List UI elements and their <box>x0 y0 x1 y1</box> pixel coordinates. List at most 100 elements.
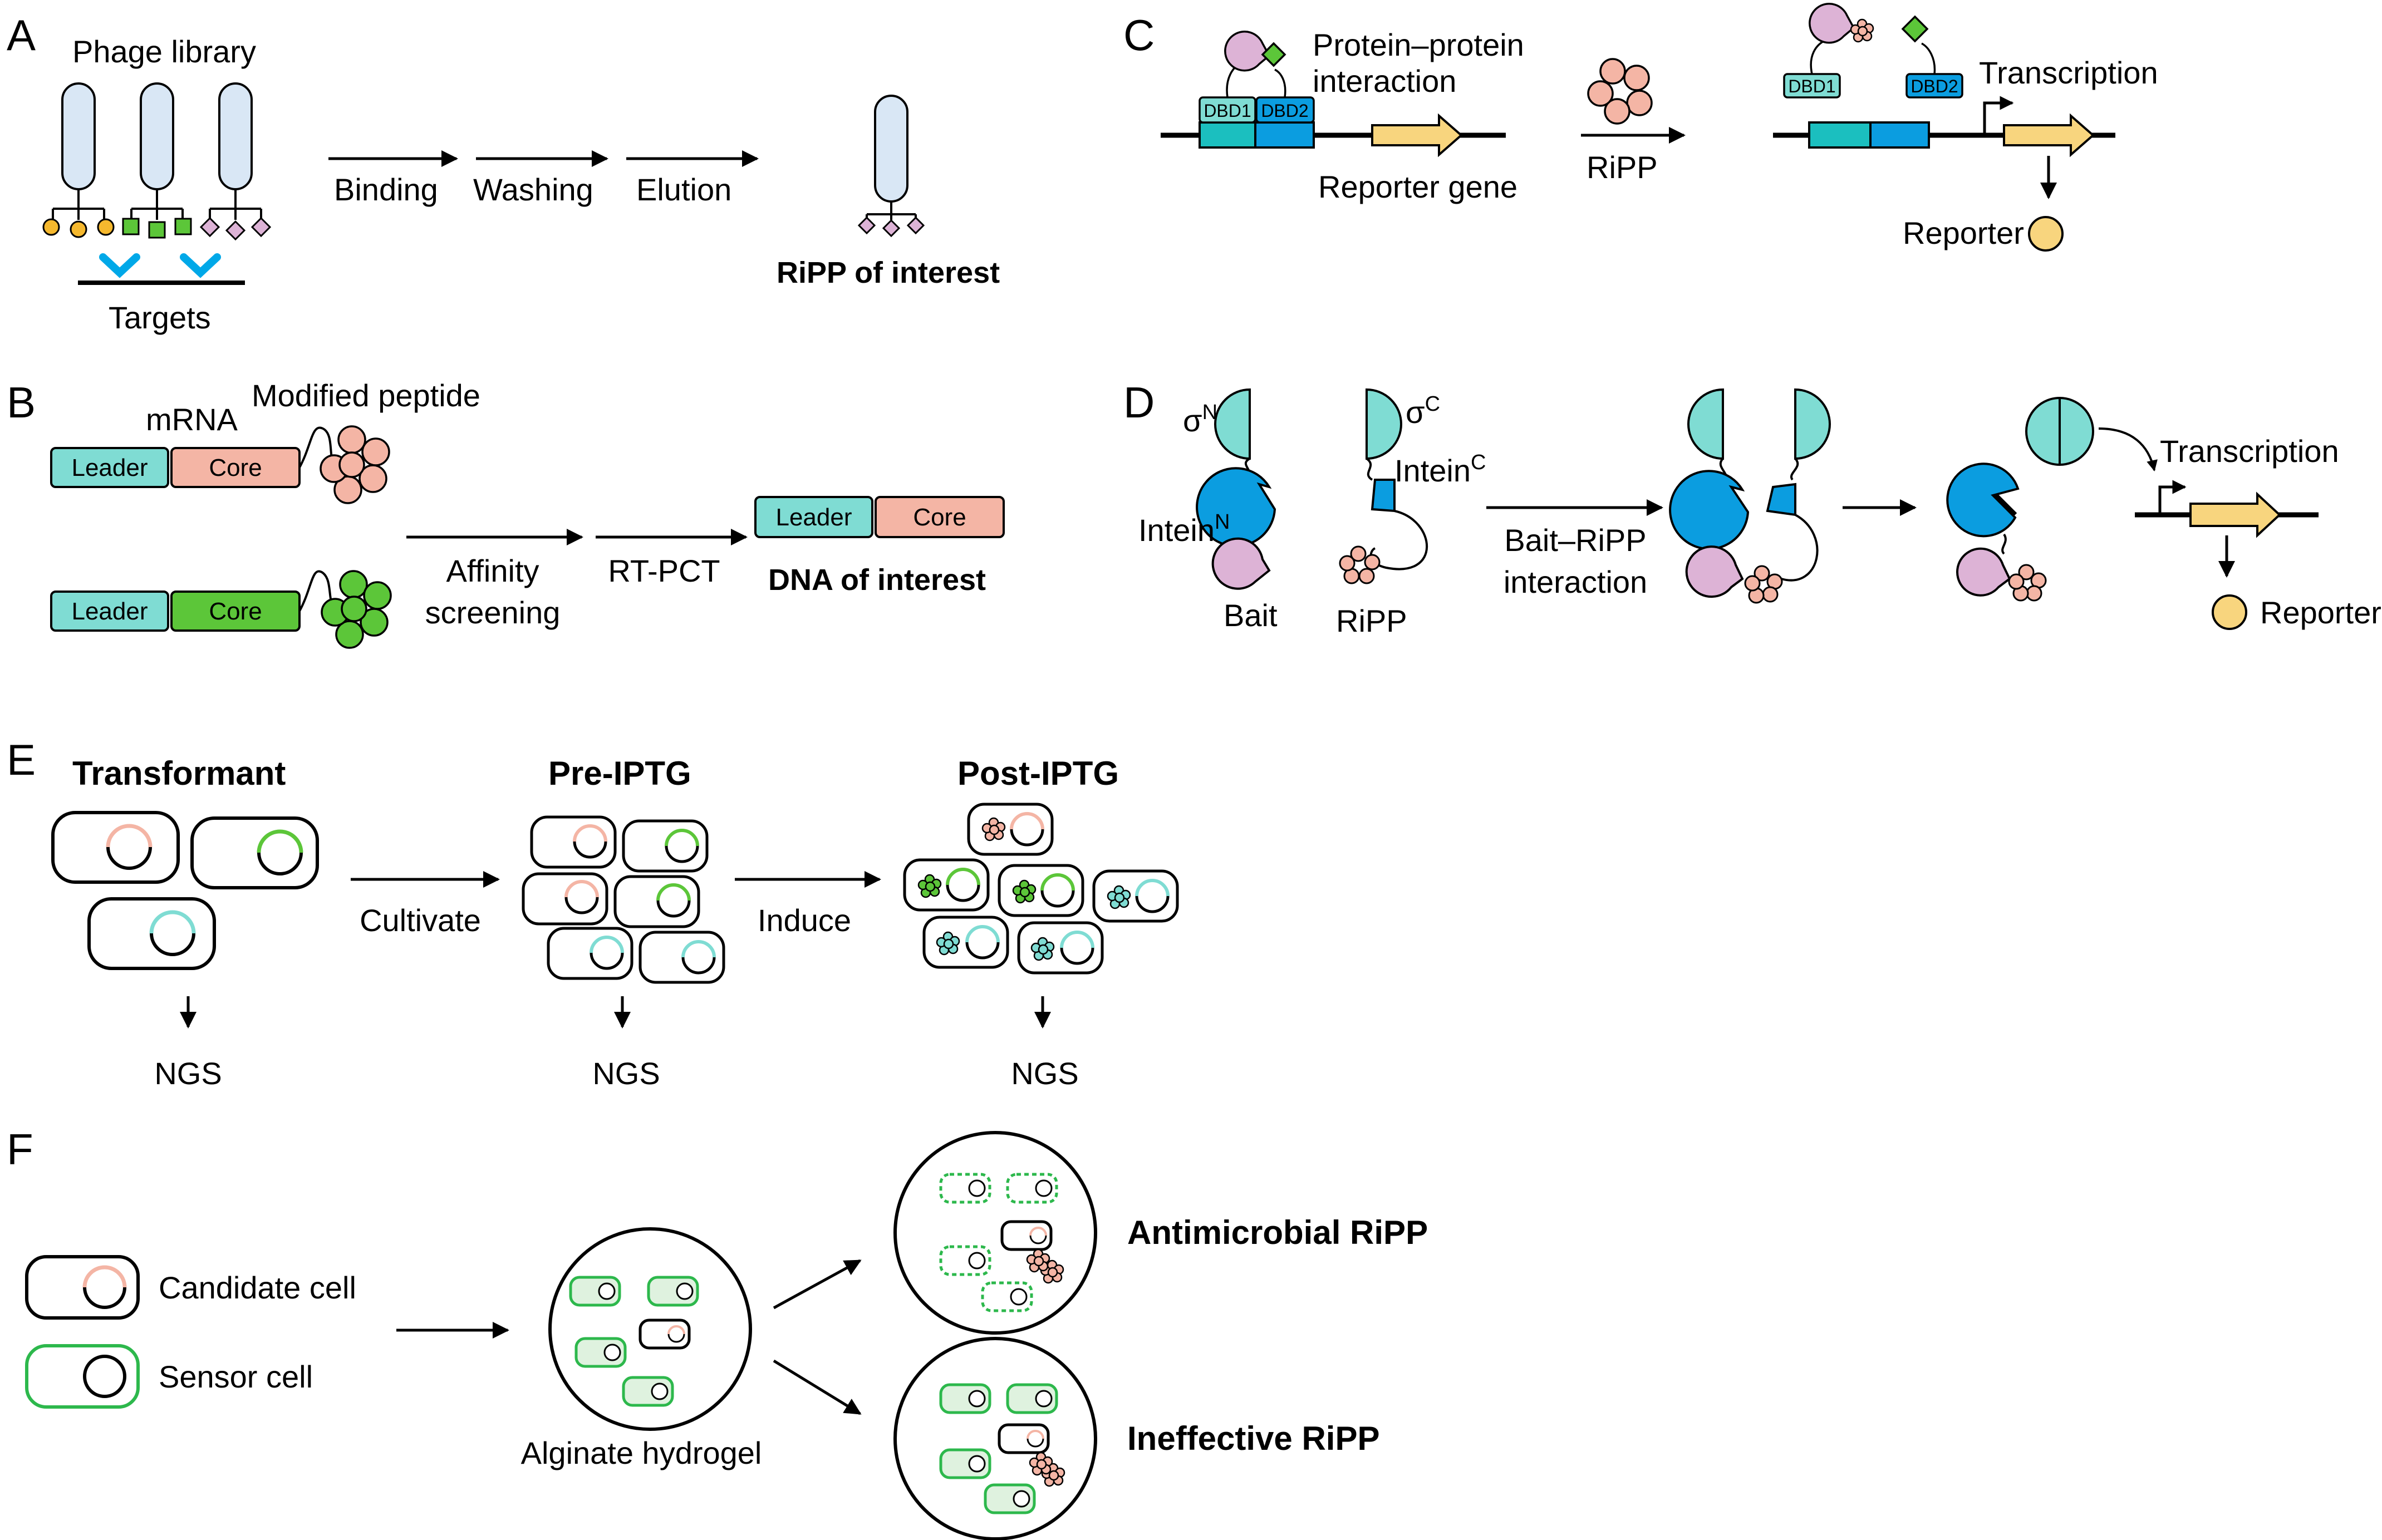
dna-of-interest-label: DNA of interest <box>768 563 986 597</box>
reporter-gene-label: Reporter gene <box>1318 169 1517 204</box>
intein-n-pacman <box>1196 467 1276 548</box>
sigma-c-half <box>1366 388 1402 460</box>
post-iptg-cells <box>903 803 1179 975</box>
green-diamond-ligand <box>1261 42 1286 67</box>
binding-label: Binding <box>334 172 438 207</box>
panel-b-letter: B <box>7 378 36 427</box>
ripp-cluster-c <box>1587 58 1653 125</box>
ngs-label-1: NGS <box>154 1056 222 1091</box>
reporter-gene-d <box>2189 491 2281 538</box>
bait-label: Bait <box>1224 598 1278 633</box>
sigma-c-label: σC <box>1406 392 1440 430</box>
ngs-label-3: NGS <box>1011 1056 1078 1091</box>
reporter-label-d: Reporter <box>2260 595 2381 630</box>
intein-n-mid <box>1669 470 1750 550</box>
intein-c-mid <box>1766 483 1796 516</box>
modified-peptide-label: Modified peptide <box>252 378 480 413</box>
sigma-n-label: σN <box>1183 401 1217 438</box>
elution-label: Elution <box>636 172 731 207</box>
reporter-circle-c <box>2028 216 2064 252</box>
dbd2-label: DBD2 <box>1261 101 1308 121</box>
selected-phage <box>857 95 925 238</box>
result-leader-box <box>754 496 873 538</box>
panel-d: D σN InteinN Bait σC InteinC RiPP Bait–R… <box>1123 378 2381 638</box>
rtpct-label: RT-PCT <box>608 553 720 588</box>
reporter-circle-d <box>2212 594 2247 630</box>
protein-pacman <box>1224 31 1271 72</box>
panel-e-letter: E <box>7 735 36 784</box>
result-core-box <box>875 496 1005 538</box>
panel-a: A Phage library <box>7 11 1000 335</box>
green-diamond-free <box>1901 15 1929 43</box>
bait-pacman <box>1211 537 1271 590</box>
targets-label: Targets <box>109 300 211 335</box>
sensor-cell-label: Sensor cell <box>159 1359 313 1394</box>
ripp-label-c: RiPP <box>1587 150 1658 185</box>
reporter-label-c: Reporter <box>1903 215 2024 250</box>
affinity-label-line1: Affinity <box>446 553 539 588</box>
phage-yellow <box>42 82 115 238</box>
transformant-label: Transformant <box>72 755 286 792</box>
panel-e: E Transformant Pre-IPTG Post-IPTG NGS Cu… <box>7 735 1179 1091</box>
bait-ripp-label-line1: Bait–RiPP <box>1504 523 1646 558</box>
cultivate-label: Cultivate <box>360 903 481 938</box>
ripp-of-interest-label: RiPP of interest <box>777 256 1000 289</box>
affinity-label-line2: screening <box>425 595 561 630</box>
panel-f-letter: F <box>7 1125 33 1174</box>
panel-d-letter: D <box>1123 378 1155 427</box>
intein-n-label: InteinN <box>1138 510 1230 548</box>
intein-c-label: InteinC <box>1394 451 1486 488</box>
ripp-label-d: RiPP <box>1336 603 1407 638</box>
washing-label: Washing <box>473 172 593 207</box>
green-peptide-cluster <box>321 570 392 649</box>
ngs-label-2: NGS <box>592 1056 660 1091</box>
ineffective-ripp-label: Ineffective RiPP <box>1127 1420 1380 1457</box>
intein-spliced <box>1946 463 2020 538</box>
alginate-hydrogel-label: Alginate hydrogel <box>521 1435 762 1470</box>
transcription-label-d: Transcription <box>2160 434 2339 469</box>
ppi-label-line1: Protein–protein <box>1313 27 1524 62</box>
dbd2-free-label: DBD2 <box>1910 76 1958 96</box>
legend-candidate-cell <box>25 1255 140 1320</box>
post-iptg-label: Post-IPTG <box>957 755 1119 792</box>
hydrogel-cells <box>569 1276 699 1407</box>
leader-box-2 <box>50 591 169 632</box>
phage-lilac <box>199 82 272 241</box>
result-leader-label: Leader <box>775 504 852 531</box>
dead-sensor-cells <box>939 1173 1058 1312</box>
legend-sensor-cell <box>25 1344 140 1409</box>
panel-a-letter: A <box>7 11 36 60</box>
bait-ripp-label-line2: interaction <box>1504 564 1647 599</box>
leader-label-1: Leader <box>71 454 148 481</box>
panel-c: C Protein–protein interaction DBD1 DBD2 … <box>1123 3 2158 252</box>
leader-box-1 <box>50 447 169 488</box>
reporter-gene-active <box>2003 113 2095 158</box>
reporter-gene-arrow <box>1371 113 1463 158</box>
pre-iptg-label: Pre-IPTG <box>548 755 691 792</box>
live-sensor-cells <box>939 1383 1058 1514</box>
antimicrobial-ripp-label: Antimicrobial RiPP <box>1127 1214 1428 1251</box>
ppi-label-line2: interaction <box>1313 63 1456 99</box>
intein-c-fragment <box>1371 479 1396 513</box>
dbd1-free-label: DBD1 <box>1788 76 1835 96</box>
result-core-label: Core <box>913 504 966 531</box>
panel-c-letter: C <box>1123 11 1155 60</box>
mrna-label: mRNA <box>146 402 238 437</box>
core-label-1: Core <box>209 454 262 481</box>
transcription-label-c: Transcription <box>1979 55 2158 90</box>
targets-surface <box>78 253 245 285</box>
protein-pacman-bound <box>1809 3 1855 44</box>
candidate-cell-label: Candidate cell <box>159 1270 356 1305</box>
leader-label-2: Leader <box>71 598 148 625</box>
phage-green <box>122 82 192 239</box>
pre-iptg-cells <box>522 815 725 984</box>
sigma-n-half <box>1214 388 1251 460</box>
panel-f: F Candidate cell Sensor cell Alginate hy… <box>7 1125 1428 1540</box>
transformant-cells <box>51 811 319 970</box>
dbd1-label: DBD1 <box>1204 101 1251 121</box>
phage-library-label: Phage library <box>72 34 256 69</box>
ripp-cluster-d <box>1339 545 1381 584</box>
core-label-2: Core <box>209 598 262 625</box>
pink-peptide-cluster <box>320 425 390 504</box>
